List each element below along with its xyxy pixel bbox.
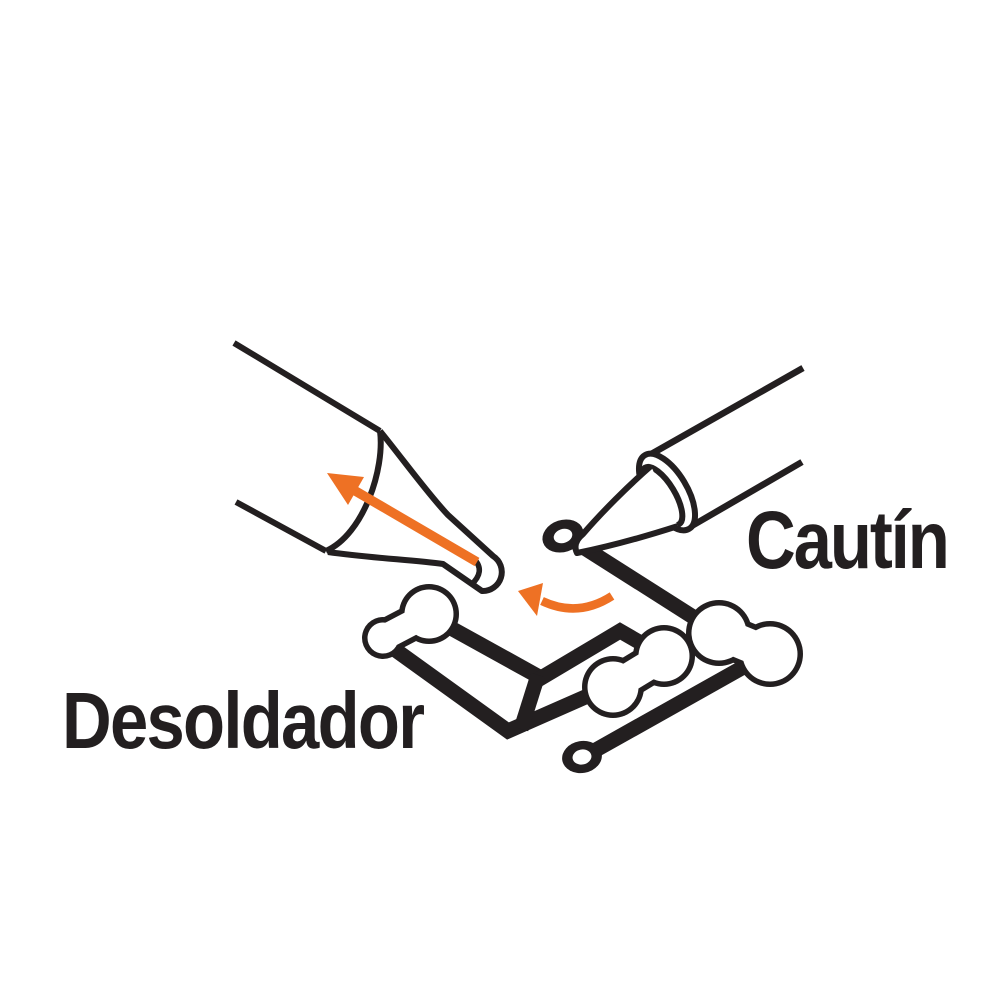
heating-motion-arrow (518, 583, 615, 616)
pump-nozzle-cone (327, 429, 505, 594)
pump-body-bottom-edge (234, 499, 328, 554)
iron-tip-cone (572, 463, 679, 556)
circuit-board-traces (385, 533, 760, 758)
soldering-iron-label: Cautín (746, 495, 950, 586)
donut-pad-bottom (562, 740, 602, 774)
solder-pads (362, 519, 803, 774)
trace-right-dogbone-to-bottom-donut (590, 653, 760, 758)
iron-barrel-top-edge (644, 365, 805, 460)
motion-arrow-curve (540, 592, 615, 613)
trace-upper-rail (436, 615, 547, 686)
dogbone-pad-right (686, 600, 803, 687)
iron-barrel-bottom-edge (688, 459, 804, 530)
soldering-iron (572, 365, 805, 556)
desoldering-pump-label: Desoldador (62, 676, 425, 765)
trace-cross-connector (513, 672, 546, 732)
suction-arrow-shaft (349, 484, 480, 567)
suction-direction-arrow (327, 473, 480, 567)
motion-arrow-head (518, 583, 543, 616)
dogbone-pad-left (362, 584, 459, 659)
suction-arrow-head (327, 473, 364, 505)
trace-lower-rail (385, 639, 612, 740)
pump-body-top-edge (232, 340, 382, 434)
dogbone-pad-middle (582, 625, 695, 718)
trace-pad-to-right-dogbone (567, 533, 717, 636)
